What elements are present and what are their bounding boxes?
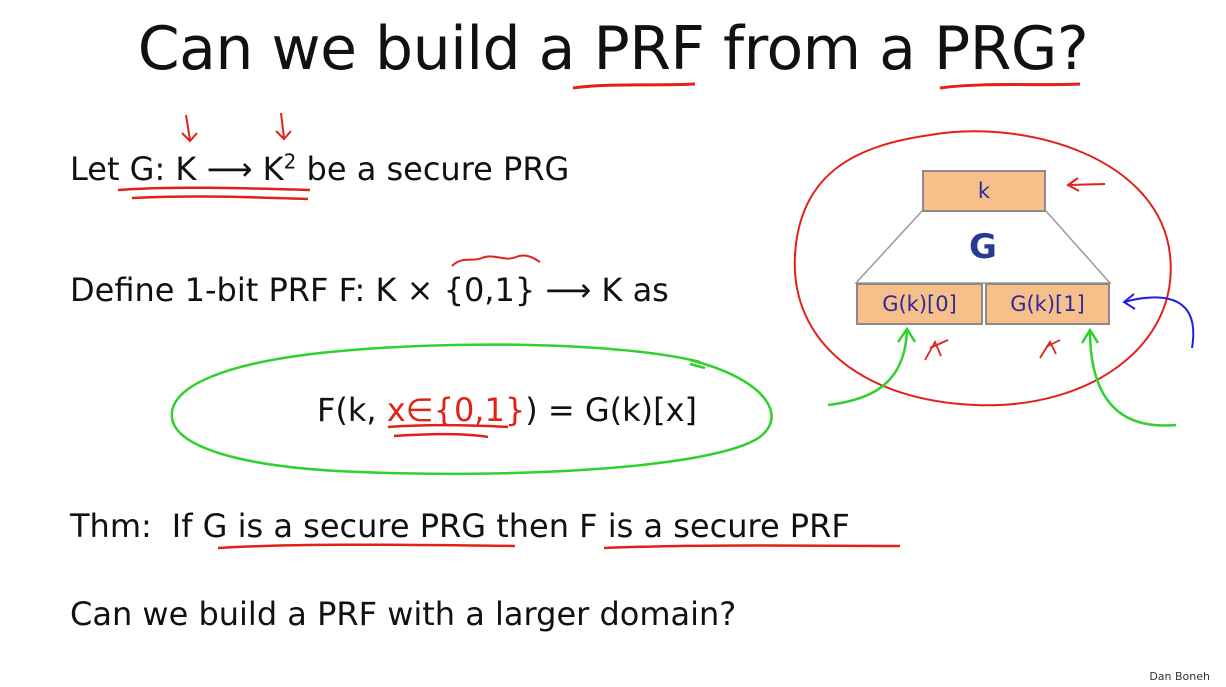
underline-g-2: [131, 195, 309, 201]
thm-if: If: [171, 507, 203, 545]
underline-prg: [939, 82, 1081, 90]
prg-signature: : K ⟶ K: [154, 150, 284, 188]
arrow-k: [181, 114, 198, 143]
prf-formula: F(k, x∈{0,1}) = G(k)[x]: [317, 391, 697, 429]
output-right-box: G(k)[1]: [985, 283, 1110, 325]
thm-then: then: [486, 507, 580, 545]
arrow-to-right-output: [1122, 293, 1195, 349]
output-left-box: G(k)[0]: [856, 283, 983, 325]
formula-pre: F(k,: [317, 391, 387, 429]
thm-f: F is a secure PRF: [579, 507, 850, 545]
title-part2: from a: [704, 14, 935, 84]
title-prf: PRF: [593, 14, 705, 84]
theorem-line: Thm: If G is a secure PRG then F is a sec…: [70, 507, 850, 545]
underline-g-1: [117, 186, 311, 192]
g-symbol: G: [129, 150, 155, 188]
arrow-to-key: [1066, 177, 1106, 192]
brace-mark: [451, 254, 541, 267]
thm-label: Thm:: [70, 507, 152, 545]
underline-thm-g: [217, 543, 516, 550]
generator-label: G: [969, 227, 997, 267]
formula-post: ) = G(k)[x]: [525, 391, 698, 429]
title-part1: Can we build a: [137, 14, 594, 84]
thm-g: G: [202, 507, 228, 545]
slide-title: Can we build a PRF from a PRG?: [0, 14, 1226, 84]
arrow-input-1: [1080, 327, 1177, 427]
prg-definition-line: Let G: K ⟶ K2 be a secure PRG: [70, 150, 569, 188]
let-text: Let: [70, 150, 130, 188]
underline-prf: [572, 82, 696, 90]
question-line: Can we build a PRF with a larger domain?: [70, 595, 737, 633]
thm-mid: is a secure PRG: [227, 507, 487, 545]
underline-x-2: [393, 432, 489, 439]
tick-left: [924, 339, 949, 361]
prf-definition-line: Define 1-bit PRF F: K × {0,1} ⟶ K as: [70, 271, 669, 309]
exponent: 2: [283, 149, 297, 174]
title-part3: ?: [1056, 14, 1089, 84]
arrow-input-0: [827, 326, 917, 407]
underline-thm-f: [603, 544, 901, 550]
title-prg: PRG: [934, 14, 1057, 84]
key-box: k: [922, 170, 1046, 212]
tick-right: [1039, 339, 1061, 359]
author-credit: Dan Boneh: [1149, 670, 1210, 683]
prg-rest: be a secure PRG: [296, 150, 570, 188]
arrow-k2: [275, 112, 292, 141]
formula-x: x∈{0,1}: [386, 391, 526, 429]
